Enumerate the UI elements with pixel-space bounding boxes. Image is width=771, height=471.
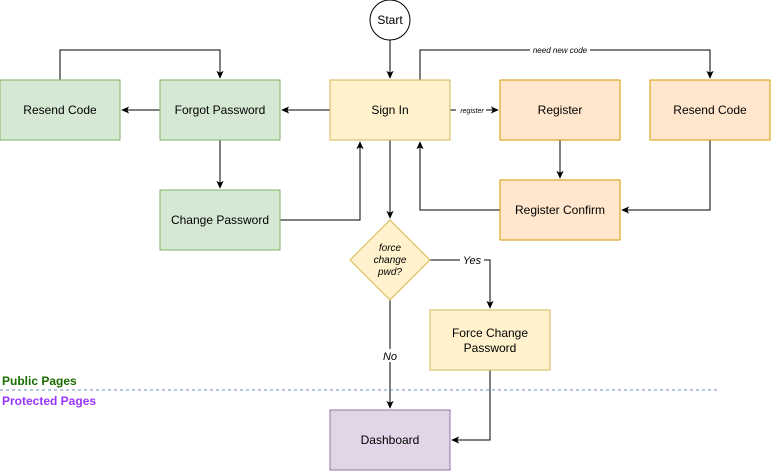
- register-node: Register: [499, 79, 621, 141]
- edge-label-register: register: [460, 108, 484, 115]
- edge-decision-yes-to-force-change-password: [430, 259, 494, 309]
- register-confirm-node: Register Confirm: [499, 179, 621, 241]
- decision-label-line-3: pwd?: [377, 267, 402, 278]
- resend-code-right-node: Resend Code: [649, 79, 771, 141]
- force-change-password-label-line-1: Force Change: [452, 326, 528, 340]
- change-password-node: Change Password: [159, 189, 281, 251]
- force-change-decision-node: force change pwd?: [349, 219, 431, 301]
- yes-label-bg: [460, 254, 484, 266]
- sign-in-node: Sign In: [329, 79, 451, 141]
- resend-code-left-label: Resend Code: [23, 103, 97, 117]
- edge-resend-code-to-forgot-password: [59, 49, 224, 80]
- need-new-code-label-bg: [530, 45, 590, 55]
- change-password-label: Change Password: [171, 213, 269, 227]
- force-change-password-label-line-2: Password: [464, 341, 517, 355]
- force-change-password-node: Force Change Password: [429, 309, 551, 371]
- decision-label-line-1: force: [379, 243, 402, 254]
- resend-code-right-label: Resend Code: [673, 103, 747, 117]
- edge-change-password-to-sign-in: [280, 141, 364, 221]
- zones-layer: Public Pages Protected Pages: [0, 374, 720, 408]
- decision-label-line-2: change: [374, 255, 407, 266]
- edge-resend-code-to-register-confirm: [621, 140, 711, 214]
- sign-in-label: Sign In: [371, 103, 408, 117]
- edge-register-confirm-to-sign-in: [416, 141, 500, 211]
- register-label: Register: [538, 103, 583, 117]
- dashboard-node: Dashboard: [329, 409, 451, 471]
- edge-force-change-password-to-dashboard: [451, 370, 491, 444]
- no-label-bg: [378, 349, 402, 362]
- zone-label-protected: Protected Pages: [2, 394, 96, 408]
- dashboard-label: Dashboard: [361, 433, 420, 447]
- register-label-bg: [456, 105, 486, 115]
- edge-label-need-new-code: need new code: [533, 46, 588, 55]
- edge-labels-layer: need new code register Yes No: [378, 45, 590, 363]
- zone-label-public: Public Pages: [2, 374, 77, 388]
- start-node-label: Start: [377, 13, 403, 27]
- forgot-password-label: Forgot Password: [175, 103, 266, 117]
- register-confirm-label: Register Confirm: [515, 203, 605, 217]
- resend-code-left-node: Resend Code: [0, 79, 121, 141]
- edge-label-no: No: [383, 351, 397, 363]
- forgot-password-node: Forgot Password: [159, 79, 281, 141]
- edge-label-yes: Yes: [463, 255, 482, 267]
- start-node: Start: [369, 0, 411, 41]
